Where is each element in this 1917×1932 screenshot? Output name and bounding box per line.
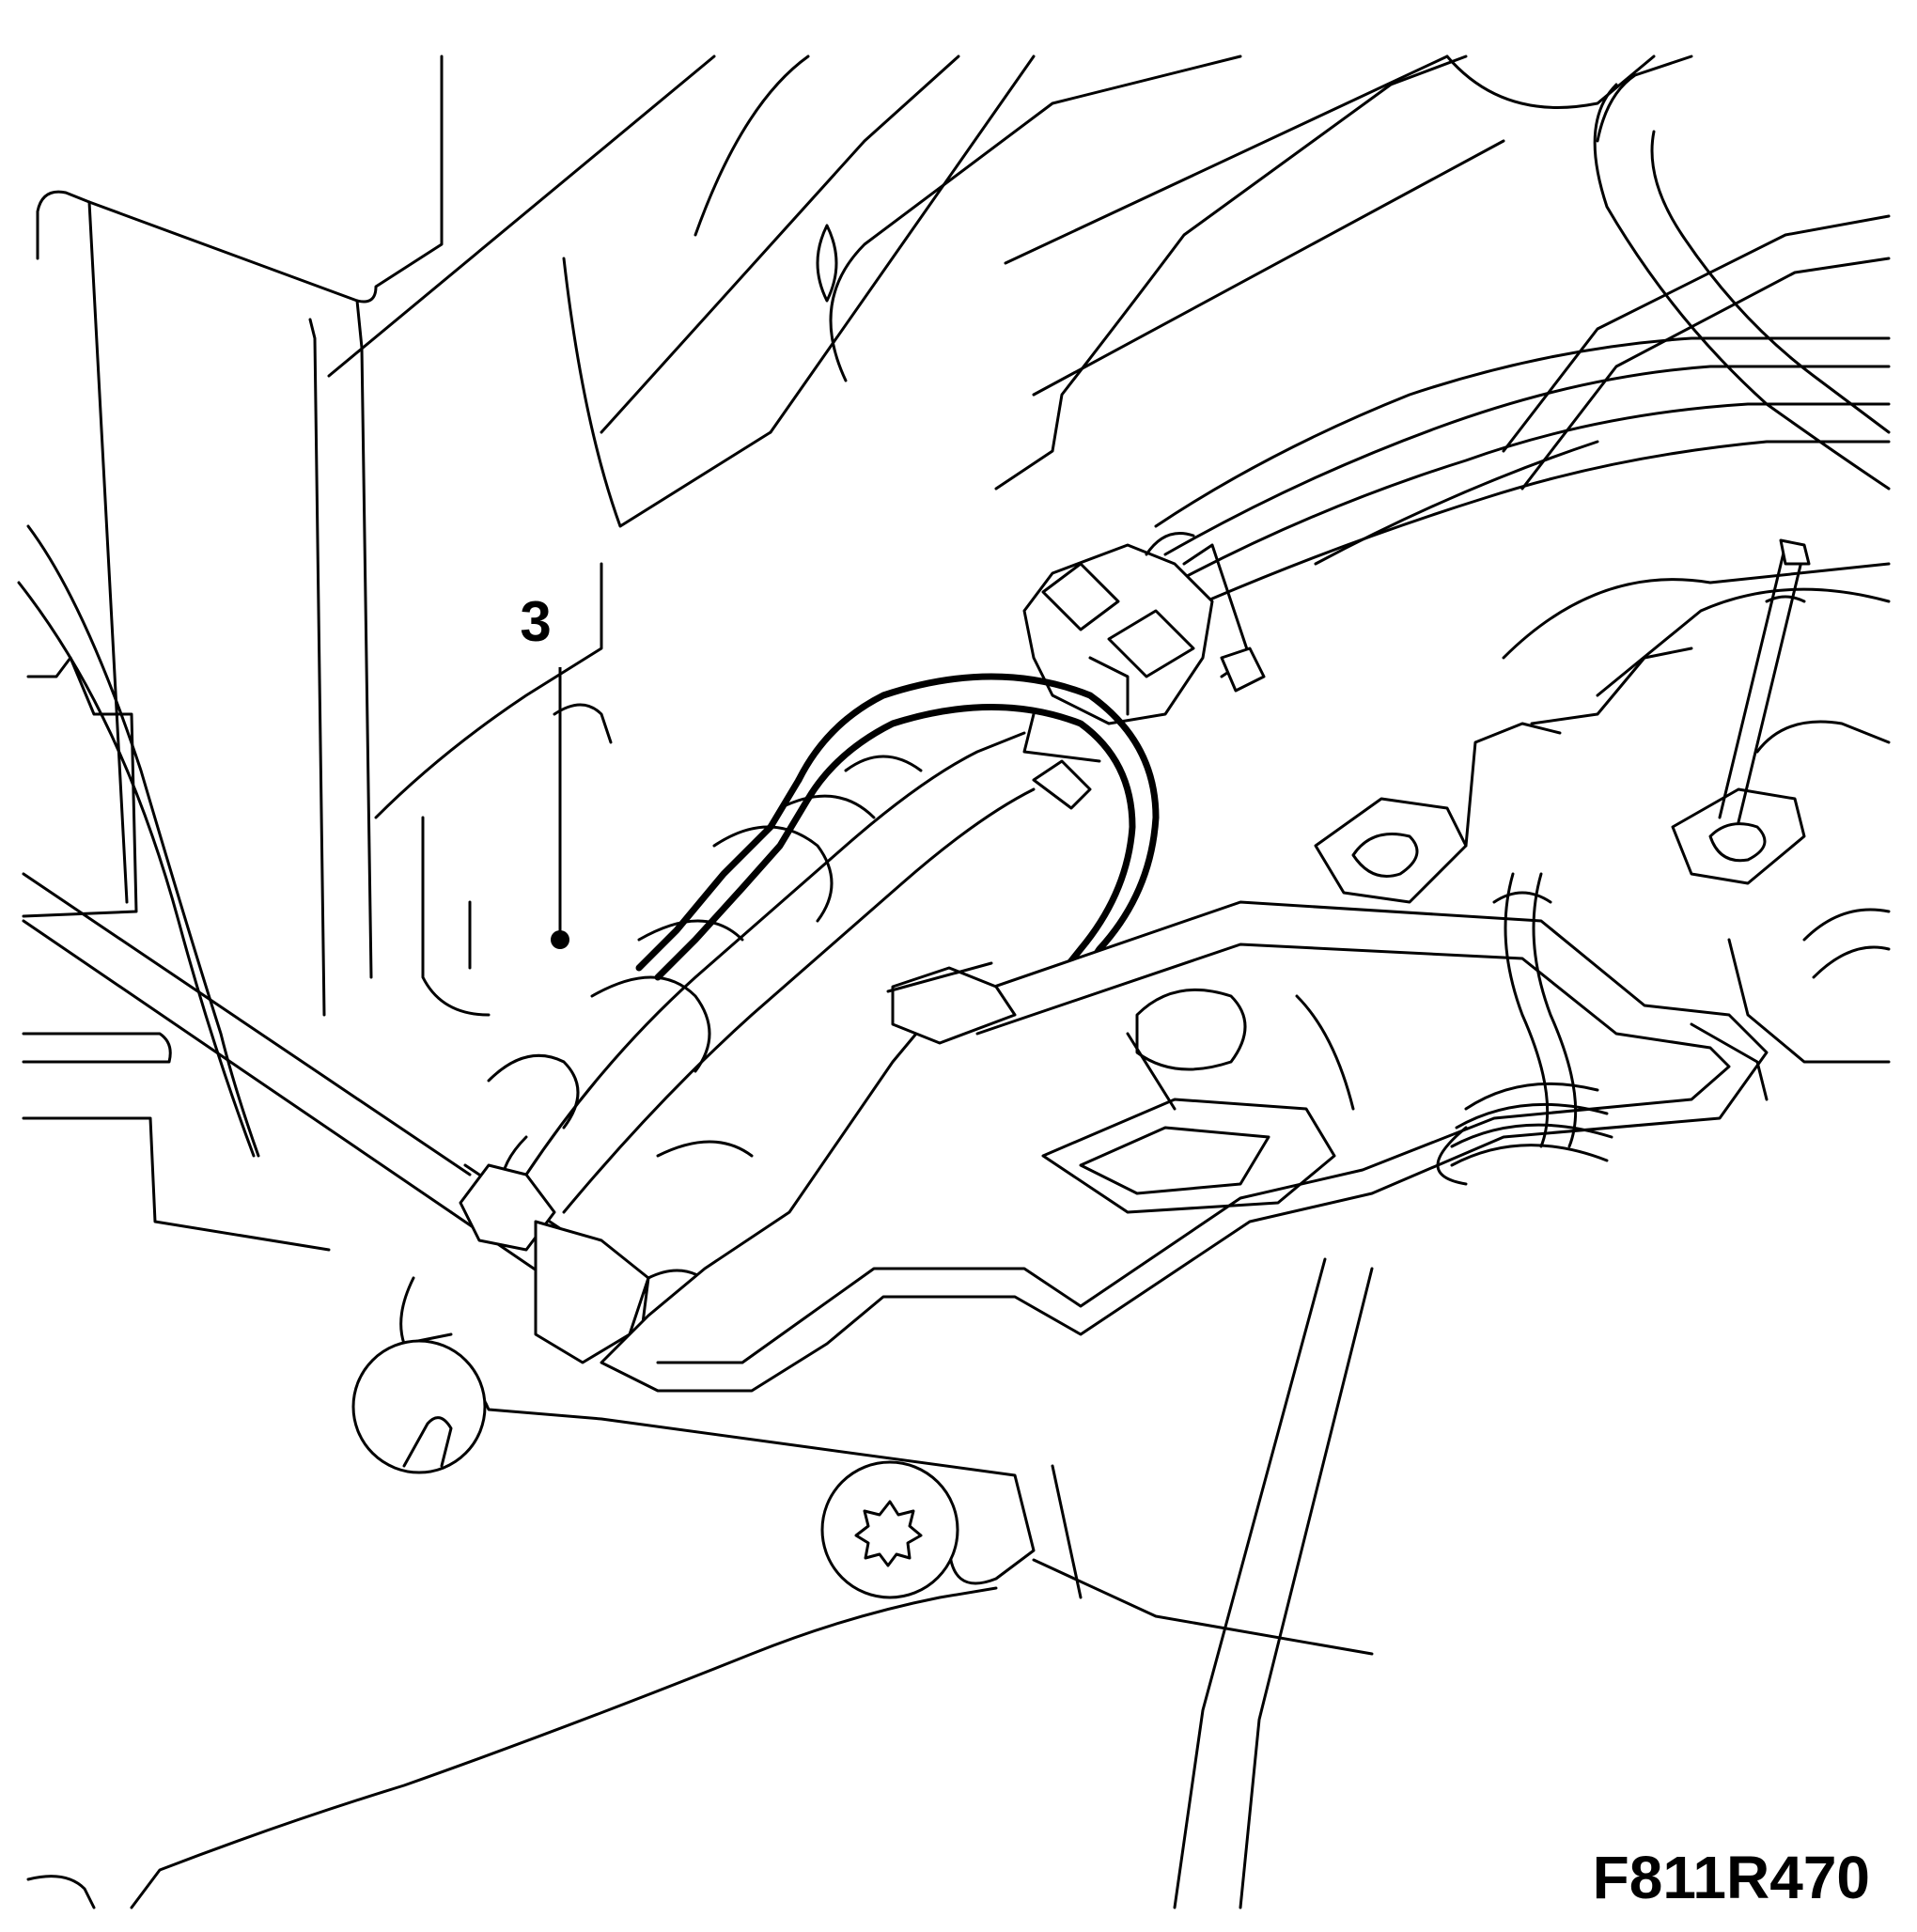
body-panel-right [1690, 720, 1891, 1101]
mounting-bracket [600, 900, 1769, 1393]
upper-structure [327, 55, 1693, 528]
lower-frame [26, 1257, 1374, 1909]
callout-3: 3 [520, 590, 569, 949]
electrical-connector [1022, 532, 1266, 763]
linkage-rod [22, 872, 724, 1372]
bracket-clips [1314, 647, 1806, 904]
cable-harness-upper-right [1154, 83, 1891, 697]
callout-leader-dot [551, 930, 569, 949]
sensor-tube [487, 731, 1036, 1214]
bolt-head-slotted [351, 1339, 487, 1474]
callout-number: 3 [520, 590, 551, 653]
bolt-head-torx [820, 1460, 959, 1599]
figure-code: F811R470 [1593, 1844, 1870, 1911]
body-panel-left [17, 55, 613, 1252]
adjuster-rod [1718, 538, 1811, 824]
wire-loop [635, 673, 1160, 981]
coil-spring [1436, 872, 1613, 1186]
